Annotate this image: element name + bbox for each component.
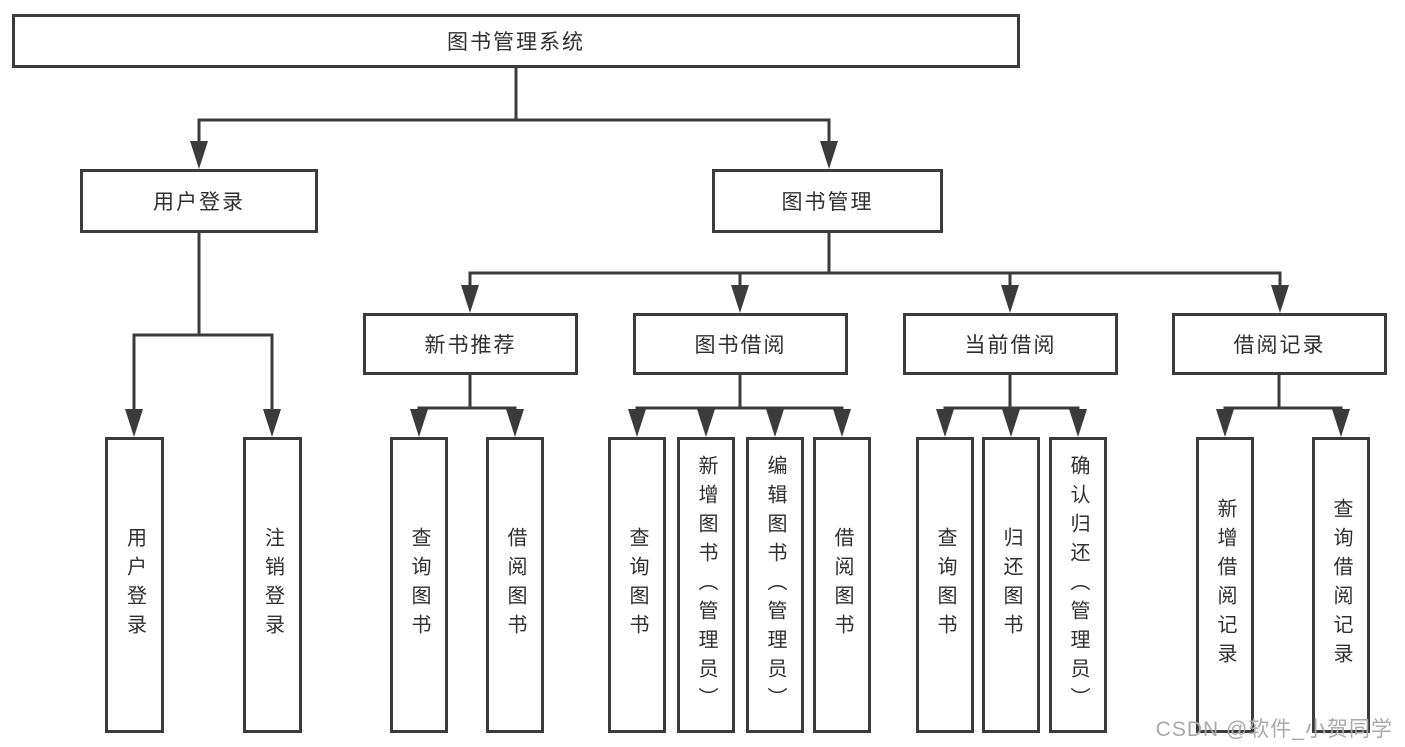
leaf-borrow-books: 借阅图书	[813, 437, 871, 733]
leaf-query-books-recommend-label: 查询图书	[408, 527, 430, 643]
node-book-borrowing-label: 图书借阅	[694, 334, 787, 357]
leaf-borrow-books-recommend-label: 借阅图书	[504, 527, 526, 643]
leaf-logout: 注销登录	[243, 437, 302, 733]
node-root-label: 图书管理系统	[447, 31, 585, 54]
node-current-borrowing-label: 当前借阅	[964, 334, 1057, 357]
leaf-confirm-return-admin-label: 确认归还（管理员）	[1067, 454, 1089, 716]
node-user-login-label: 用户登录	[153, 191, 245, 214]
node-book-management-label: 图书管理	[781, 191, 874, 214]
leaf-query-borrow-record: 查询借阅记录	[1312, 437, 1370, 733]
node-borrowing-records-label: 借阅记录	[1233, 334, 1326, 357]
leaf-return-books-label: 归还图书	[1000, 527, 1022, 643]
leaf-query-books-current: 查询图书	[916, 437, 974, 733]
leaf-confirm-return-admin: 确认归还（管理员）	[1049, 437, 1107, 733]
node-borrowing-records: 借阅记录	[1172, 313, 1387, 375]
leaf-borrow-books-label: 借阅图书	[831, 527, 853, 643]
leaf-borrow-books-recommend: 借阅图书	[486, 437, 544, 733]
leaf-return-books: 归还图书	[982, 437, 1040, 733]
leaf-edit-books-admin-label: 编辑图书（管理员）	[764, 454, 786, 716]
leaf-query-books-borrow-label: 查询图书	[626, 527, 648, 643]
node-book-borrowing: 图书借阅	[633, 313, 848, 375]
leaf-add-borrow-record-label: 新增借阅记录	[1214, 498, 1236, 672]
node-user-login: 用户登录	[80, 169, 318, 233]
leaf-query-books-borrow: 查询图书	[608, 437, 666, 733]
node-root: 图书管理系统	[12, 14, 1020, 68]
node-new-book-recommendation: 新书推荐	[363, 313, 578, 375]
csdn-watermark: CSDN @软件_小贺同学	[1155, 718, 1393, 741]
leaf-add-books-admin-label: 新增图书（管理员）	[695, 454, 717, 716]
leaf-edit-books-admin: 编辑图书（管理员）	[746, 437, 804, 733]
leaf-add-borrow-record: 新增借阅记录	[1196, 437, 1254, 733]
leaf-user-login: 用户登录	[105, 437, 164, 733]
leaf-add-books-admin: 新增图书（管理员）	[677, 437, 735, 733]
node-new-book-recommendation-label: 新书推荐	[424, 334, 517, 357]
leaf-query-books-current-label: 查询图书	[934, 527, 956, 643]
node-current-borrowing: 当前借阅	[903, 313, 1118, 375]
leaf-user-login-label: 用户登录	[123, 527, 146, 643]
leaf-query-borrow-record-label: 查询借阅记录	[1330, 498, 1352, 672]
leaf-query-books-recommend: 查询图书	[390, 437, 448, 733]
node-book-management: 图书管理	[712, 169, 943, 233]
leaf-logout-label: 注销登录	[261, 527, 284, 643]
